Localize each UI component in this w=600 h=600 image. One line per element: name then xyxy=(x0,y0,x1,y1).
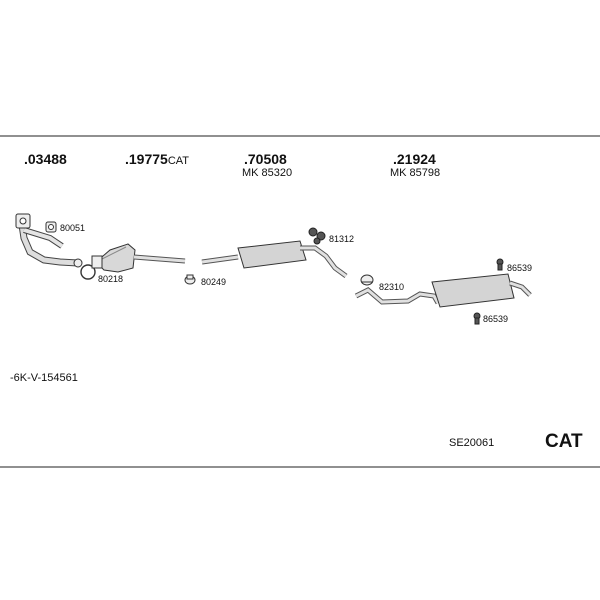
part-kit-70508: MK 85320 xyxy=(242,167,293,179)
part-kit-21924: MK 85798 xyxy=(390,167,441,179)
label-80051: 80051 xyxy=(60,223,86,233)
part-number-03488: .03488 xyxy=(24,151,67,167)
rubber-86539-top-drawing xyxy=(496,258,504,271)
part-number-19775-suffix: CAT xyxy=(167,155,190,167)
part-number-19775-value: .19775 xyxy=(125,151,168,167)
middle-silencer-drawing xyxy=(201,240,348,279)
cat-badge: CAT xyxy=(545,431,583,452)
vehicle-code: -6K-V-154561 xyxy=(10,372,78,384)
front-pipe-drawing xyxy=(15,213,83,268)
part-number-19775: .19775CAT xyxy=(125,151,189,167)
label-81312: 81312 xyxy=(329,234,355,244)
rubber-86539-bottom-drawing xyxy=(473,312,481,325)
hanger-81312-drawing xyxy=(308,227,326,245)
label-86539-top: 86539 xyxy=(507,263,533,273)
label-82310: 82310 xyxy=(379,282,405,292)
clamp-82310-drawing xyxy=(360,274,374,286)
catalytic-converter-drawing xyxy=(91,243,186,273)
clamp-80249-drawing xyxy=(184,274,196,285)
part-number-21924: .21924 xyxy=(393,151,436,167)
gasket-80051-drawing xyxy=(45,221,57,233)
label-80218: 80218 xyxy=(98,274,124,284)
label-86539-bottom: 86539 xyxy=(483,314,509,324)
label-80249: 80249 xyxy=(201,277,227,287)
part-number-70508: .70508 xyxy=(244,151,287,167)
rear-silencer-drawing xyxy=(354,273,532,308)
set-code: SE20061 xyxy=(449,437,495,449)
ring-80218-drawing xyxy=(80,264,96,280)
